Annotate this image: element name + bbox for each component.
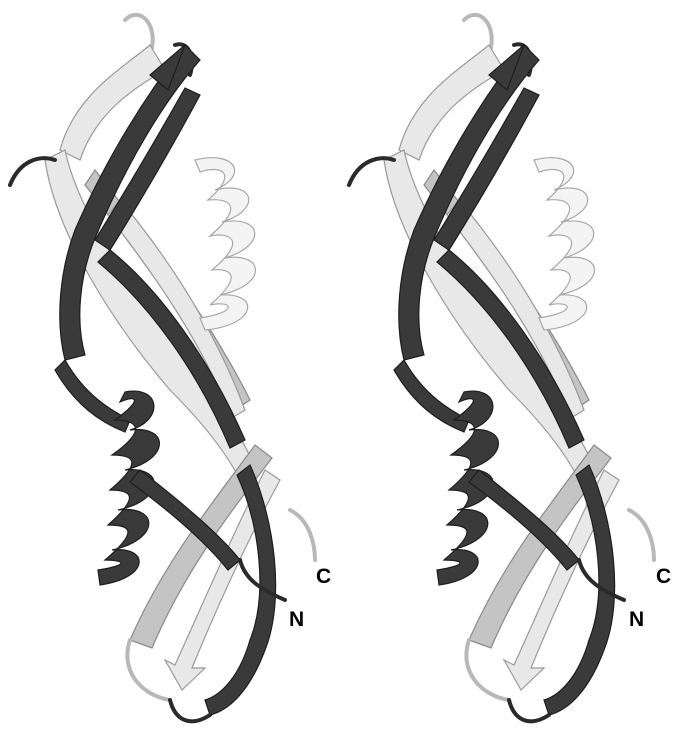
left-stereo-view: C N <box>10 15 331 721</box>
right-stereo-view: C N <box>349 15 671 721</box>
c-terminus-label-right: C <box>656 565 671 588</box>
protein-ribbon-right <box>349 15 654 721</box>
c-terminus-label-left: C <box>316 565 331 588</box>
n-terminus-label-right: N <box>629 608 644 631</box>
protein-ribbon-left <box>10 15 315 721</box>
n-terminus-label-left: N <box>289 608 304 631</box>
